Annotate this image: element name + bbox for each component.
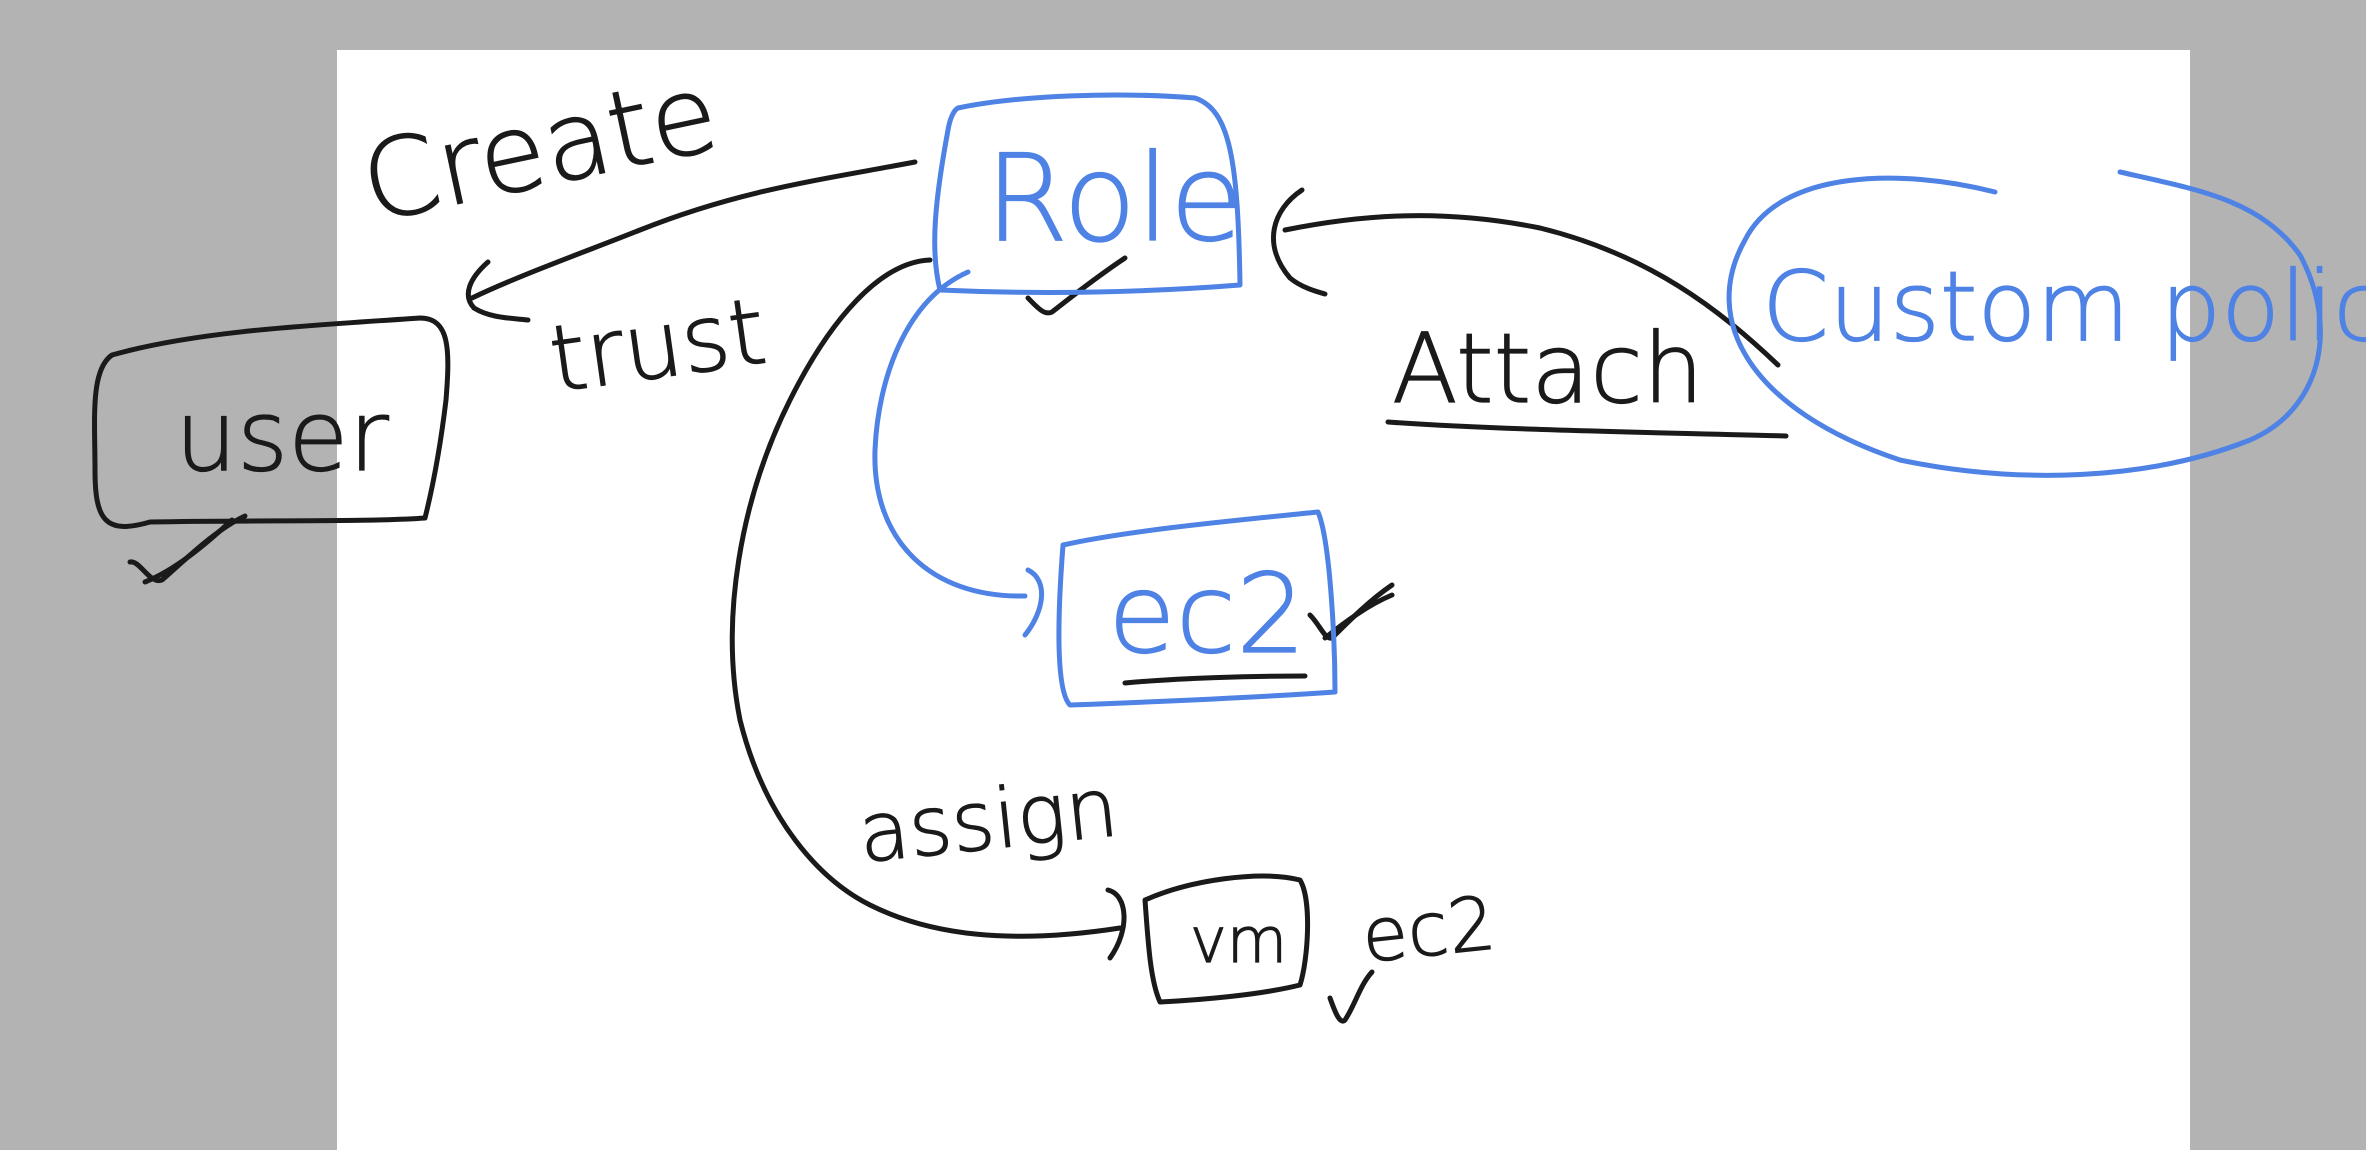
assign-curve	[729, 257, 1123, 939]
attach-arrow-line	[1282, 213, 1781, 368]
blue-ink-group	[872, 92, 2323, 708]
blue-labels: Role ec2 Custom policy	[984, 129, 2366, 678]
role-to-ec2-arrow	[872, 269, 1028, 599]
user-box	[92, 315, 451, 529]
vm-checkmark	[1327, 969, 1375, 1024]
whiteboard-page	[337, 50, 2190, 1150]
role-checkmark	[1025, 255, 1128, 316]
ec2-checkmark	[1307, 582, 1395, 641]
attach-label: Attach	[1392, 313, 1704, 425]
ec2-box	[1056, 509, 1338, 708]
assign-label: assign	[854, 760, 1122, 882]
ec2-target-label: ec2	[1108, 550, 1306, 678]
ec2-checkmark-stroke2	[1322, 592, 1395, 641]
trust-label: trust	[543, 278, 772, 414]
ec2-underline	[1122, 673, 1308, 686]
vm-label: vm	[1190, 904, 1287, 977]
assign-arrow-head	[1105, 887, 1127, 961]
trust-arrow-head	[465, 259, 531, 323]
user-checkmark-stroke2	[142, 517, 235, 585]
role-to-ec2-arrow-head	[1022, 567, 1044, 638]
ec2-note-label: ec2	[1358, 880, 1500, 979]
custom-policy-ellipse	[1726, 169, 2323, 478]
vm-box	[1142, 873, 1311, 1005]
trust-arrow-line	[469, 159, 918, 301]
custom-policy-label: Custom policy	[1762, 251, 2366, 363]
attach-underline	[1385, 419, 1789, 439]
attach-arrow-head	[1271, 187, 1328, 297]
role-box	[932, 92, 1243, 295]
role-label: Role	[985, 130, 1244, 269]
user-label: user	[175, 380, 389, 494]
